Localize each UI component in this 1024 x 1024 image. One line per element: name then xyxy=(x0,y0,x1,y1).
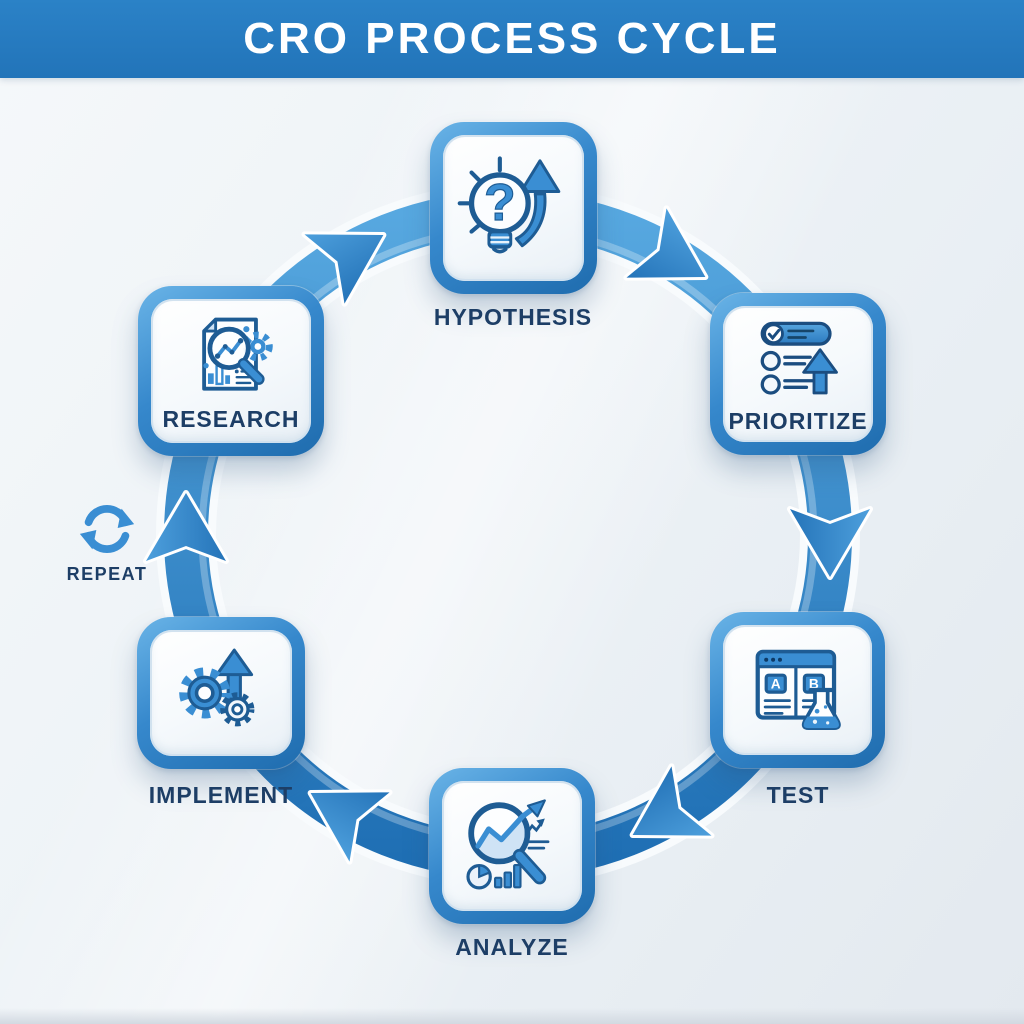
magnifier-trend-chart-icon xyxy=(466,799,550,890)
stage-label-hypothesis: HYPOTHESIS xyxy=(433,304,593,330)
stage-label-implement: IMPLEMENT xyxy=(148,782,294,808)
stage-card-hypothesis: ? xyxy=(430,122,597,294)
repeat-indicator: REPEAT xyxy=(57,498,157,585)
ab-test-flask-icon: A B xyxy=(755,649,841,731)
refresh-cycle-icon xyxy=(79,505,135,553)
svg-text:?: ? xyxy=(483,174,515,232)
stage-card-inner: RESEARCH xyxy=(151,299,311,443)
checklist-up-arrow-icon xyxy=(760,321,838,395)
flow-arrowhead xyxy=(787,506,873,580)
header-bar: CRO PROCESS CYCLE xyxy=(0,0,1024,78)
flow-arrowhead xyxy=(629,763,715,839)
flow-arrowhead xyxy=(623,205,709,281)
gears-up-arrow-icon xyxy=(179,648,255,727)
bottom-strip xyxy=(0,1008,1024,1024)
svg-text:A: A xyxy=(770,676,780,691)
stage-card-inner xyxy=(150,630,292,756)
stage-card-inner xyxy=(442,781,582,911)
flow-arrowhead xyxy=(301,231,387,307)
flow-arrowhead xyxy=(307,789,393,865)
page-title: CRO PROCESS CYCLE xyxy=(243,14,781,63)
stage-label-research: RESEARCH xyxy=(162,405,300,432)
lightbulb-question-arrow-icon: ? xyxy=(457,156,560,254)
svg-text:B: B xyxy=(808,676,818,691)
repeat-label: REPEAT xyxy=(66,564,148,584)
stage-card-inner: A B xyxy=(723,625,872,755)
stage-card-implement xyxy=(137,617,305,769)
stage-label-analyze: ANALYZE xyxy=(455,934,569,960)
stage-label-test: TEST xyxy=(766,782,830,808)
stage-card-research: RESEARCH xyxy=(138,286,324,456)
stage-card-inner: ? xyxy=(443,135,584,281)
document-magnifier-gear-icon xyxy=(202,317,273,391)
stage-card-test: A B xyxy=(710,612,885,768)
flow-arrowhead xyxy=(143,490,229,564)
stage-card-prioritize: PRIORITIZE xyxy=(710,293,886,455)
stage-label-prioritize: PRIORITIZE xyxy=(728,407,868,434)
stage-card-analyze xyxy=(429,768,595,924)
stage-card-inner: PRIORITIZE xyxy=(723,306,873,442)
